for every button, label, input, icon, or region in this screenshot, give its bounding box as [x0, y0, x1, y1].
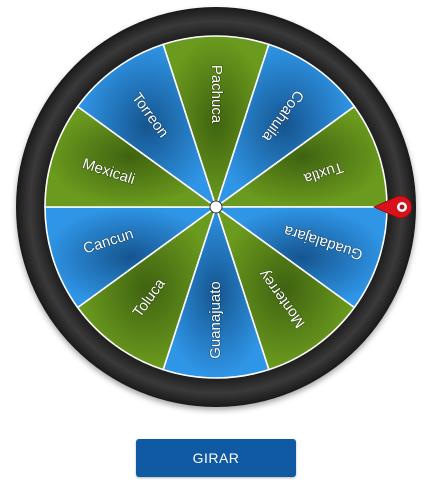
- wheel-segment: [162, 35, 270, 210]
- wheel-segment: [76, 43, 218, 210]
- wheel-segment: [214, 43, 356, 210]
- spin-button[interactable]: GIRAR: [136, 439, 296, 477]
- wheel-segment: [44, 206, 219, 309]
- pointer-icon: [373, 195, 412, 219]
- wheel-segment: [44, 105, 219, 208]
- wheel-segments: [44, 35, 388, 379]
- wheel-segment: [162, 204, 270, 379]
- wheel-segment: [214, 204, 356, 371]
- wheel-hub: [209, 200, 223, 214]
- wheel-segment-label: Pachuca: [208, 65, 225, 124]
- wheel-segment-label: Guanajuato: [207, 281, 224, 359]
- wheel-segment: [76, 204, 218, 371]
